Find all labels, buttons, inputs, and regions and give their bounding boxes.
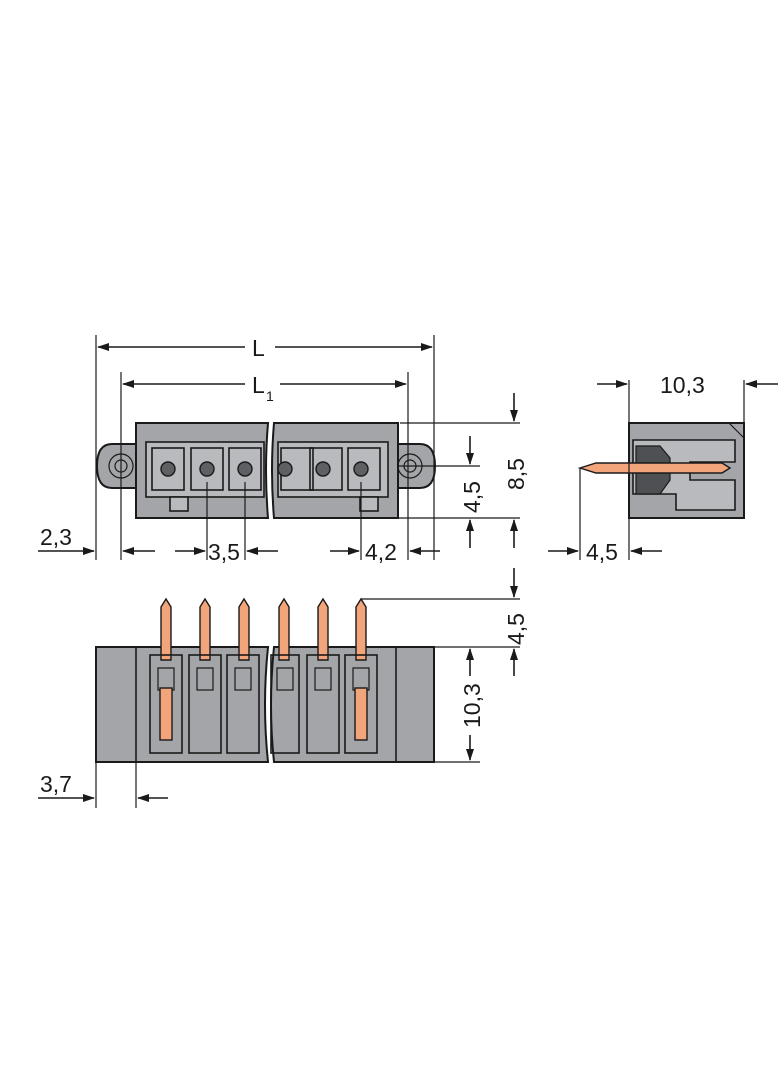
side-pin <box>577 462 732 474</box>
dim-4-5-height: 4,5 <box>459 481 485 513</box>
front-view <box>95 422 437 519</box>
top-cavities <box>149 654 378 754</box>
dim-L1: L <box>252 372 265 398</box>
side-view <box>577 422 745 519</box>
dim-3-5: 3,5 <box>208 539 240 565</box>
dim-3-7: 3,7 <box>40 771 72 797</box>
dim-L: L <box>252 335 265 361</box>
top-view <box>95 597 435 763</box>
dimension-lines <box>38 335 778 808</box>
dim-8-5: 8,5 <box>503 458 529 490</box>
dimension-labels: L L 1 10,3 2,3 3,5 4,2 4,5 3,7 8,5 4,5 4… <box>40 335 705 797</box>
dim-4-2: 4,2 <box>365 539 397 565</box>
dim-10-3-top: 10,3 <box>660 372 705 398</box>
dim-2-3: 2,3 <box>40 524 72 550</box>
top-pins <box>160 597 367 661</box>
dim-4-5-side: 4,5 <box>586 539 618 565</box>
dim-L1-subscript: 1 <box>266 388 274 404</box>
dim-4-5-pin: 4,5 <box>503 613 529 645</box>
dim-10-3-bottom: 10,3 <box>459 683 485 728</box>
